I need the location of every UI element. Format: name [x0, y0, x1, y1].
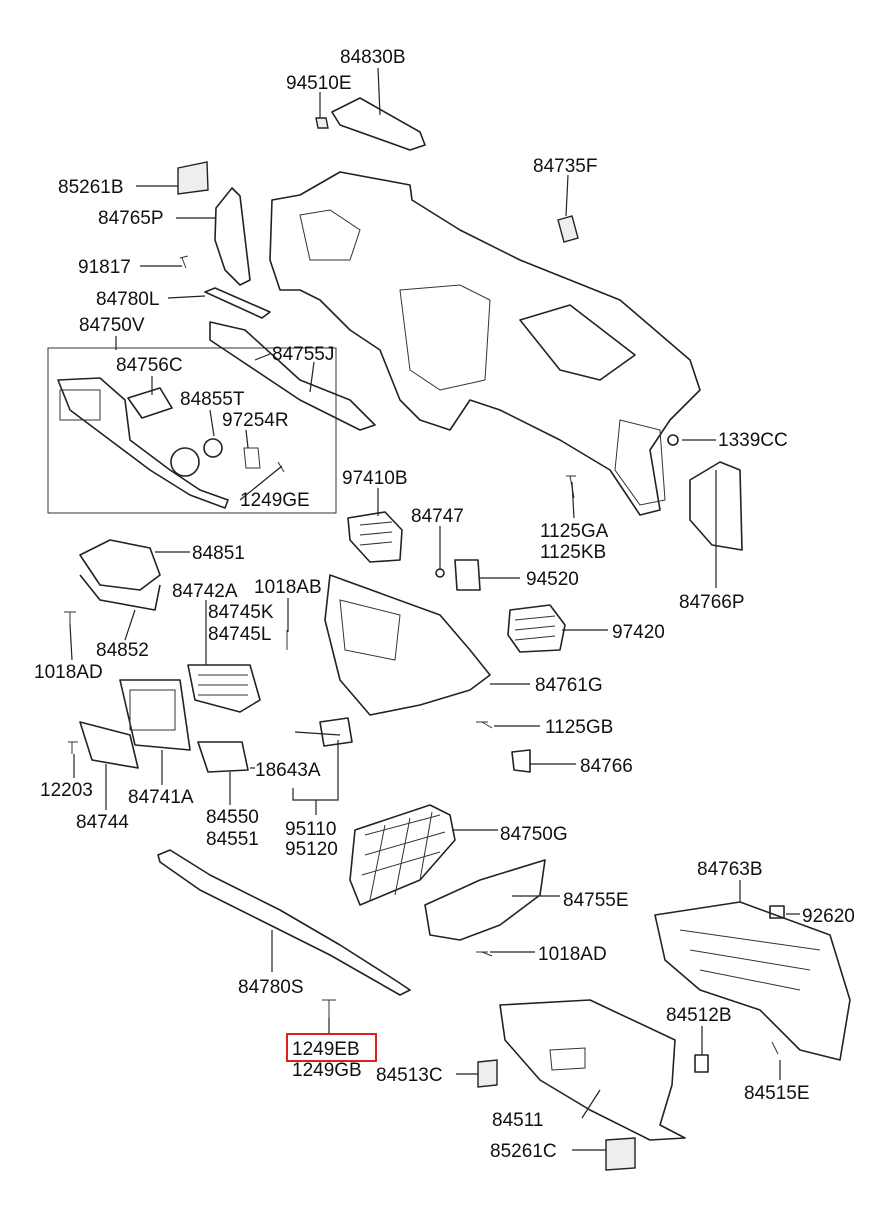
part-84735F-shape	[557, 215, 579, 243]
part-84763B-shape	[654, 901, 851, 1061]
part-94520-shape	[454, 559, 481, 591]
part-91817-shape	[179, 255, 189, 269]
label-84745L: 84745L	[208, 624, 271, 645]
label-84755J: 84755J	[272, 344, 334, 365]
part-84750G-shape	[349, 804, 456, 906]
part-84511-shape	[499, 999, 686, 1141]
label-84855T: 84855T	[180, 389, 245, 410]
part-84515E-shape	[771, 1041, 779, 1055]
part-85261B-shape	[177, 161, 209, 195]
label-1018AD-right: 1018AD	[538, 944, 607, 965]
part-84741A-shape	[119, 679, 191, 751]
label-84515E: 84515E	[744, 1083, 810, 1104]
part-84761G-shape	[324, 574, 491, 716]
label-84851: 84851	[192, 543, 245, 564]
label-84765P: 84765P	[98, 208, 164, 229]
group-box-84750V	[47, 347, 337, 514]
label-84745K: 84745K	[208, 602, 274, 623]
label-1018AD-left: 1018AD	[34, 662, 103, 683]
label-84742A: 84742A	[172, 581, 238, 602]
label-84756C: 84756C	[116, 355, 183, 376]
label-84763B: 84763B	[697, 859, 763, 880]
label-92620: 92620	[802, 906, 855, 927]
part-12203-shape	[68, 741, 78, 754]
part-84830B-shape	[331, 97, 426, 151]
label-12203: 12203	[40, 780, 93, 801]
part-84755E-shape	[424, 859, 546, 941]
label-1125GA: 1125GA	[540, 521, 609, 542]
label-84755E: 84755E	[563, 890, 629, 911]
label-84766P: 84766P	[679, 592, 745, 613]
part-95110-shape	[319, 717, 353, 747]
part-84550-shape	[197, 741, 249, 773]
part-1249EB-shape	[322, 999, 336, 1018]
label-97254R: 97254R	[222, 410, 289, 431]
part-84766-shape	[511, 749, 531, 773]
label-1125KB: 1125KB	[540, 542, 606, 563]
part-85261C-shape	[605, 1137, 636, 1171]
label-94520: 94520	[526, 569, 579, 590]
label-84511: 84511	[492, 1110, 543, 1131]
label-84780L: 84780L	[96, 289, 159, 310]
label-84512B: 84512B	[666, 1005, 732, 1026]
label-84852: 84852	[96, 640, 149, 661]
label-84761G: 84761G	[535, 675, 603, 696]
label-84747: 84747	[411, 506, 464, 527]
part-1125GB-shape	[476, 721, 493, 729]
label-84750V: 84750V	[79, 315, 145, 336]
steering-column-cover-shape	[79, 539, 161, 611]
label-1018AB: 1018AB	[254, 577, 322, 598]
part-84747-shape	[435, 568, 445, 578]
label-85261B: 85261B	[58, 177, 124, 198]
main-crash-pad-shape	[269, 171, 701, 516]
label-1249EB: 1249EB	[292, 1039, 360, 1060]
label-95110: 95110	[285, 819, 336, 840]
label-94510E: 94510E	[286, 73, 352, 94]
label-18643A: 18643A	[255, 760, 321, 781]
label-95120: 95120	[285, 839, 338, 860]
leader-lines	[69, 67, 800, 1151]
part-84742A-shape	[187, 664, 261, 713]
label-84766: 84766	[580, 756, 633, 777]
label-84551: 84551	[206, 829, 259, 850]
part-84512B-shape	[694, 1054, 709, 1073]
label-84830B: 84830B	[340, 47, 406, 68]
part-94510E-shape	[315, 117, 329, 129]
label-84744: 84744	[76, 812, 129, 833]
label-85261C: 85261C	[490, 1141, 557, 1162]
part-92620-shape	[769, 905, 785, 919]
label-1125GB: 1125GB	[545, 717, 613, 738]
part-84765P-shape	[214, 187, 251, 286]
label-84741A: 84741A	[128, 787, 194, 808]
part-84780S-shape	[157, 849, 411, 996]
label-84735F: 84735F	[533, 156, 597, 177]
highlight-box-1249EB	[286, 1033, 377, 1062]
part-1018AD-right-shape	[476, 951, 493, 957]
part-84780L-shape	[204, 287, 271, 319]
part-97420-shape	[507, 604, 566, 653]
label-1249GE: 1249GE	[240, 490, 310, 511]
label-97420: 97420	[612, 622, 665, 643]
label-91817: 91817	[78, 257, 131, 278]
cluster-panel-shape	[57, 377, 285, 509]
part-84513C-shape	[477, 1059, 498, 1088]
part-labels: 84830B 94510E 85261B 84765P 91817 84735F…	[34, 47, 855, 1162]
part-1018AD-left-shape	[64, 611, 76, 624]
label-84780S: 84780S	[238, 977, 304, 998]
part-97410B-shape	[347, 511, 403, 563]
label-84750G: 84750G	[500, 824, 568, 845]
part-1125GA-shape	[566, 475, 576, 499]
label-84550: 84550	[206, 807, 259, 828]
label-1249GB: 1249GB	[292, 1060, 362, 1081]
label-97410B: 97410B	[342, 468, 408, 489]
part-84766P-shape	[689, 461, 743, 551]
label-84513C: 84513C	[376, 1065, 443, 1086]
part-1339CC-shape	[667, 434, 679, 446]
part-84744-shape	[79, 721, 139, 769]
label-1339CC: 1339CC	[718, 430, 788, 451]
part-84755J-shape	[209, 321, 376, 431]
